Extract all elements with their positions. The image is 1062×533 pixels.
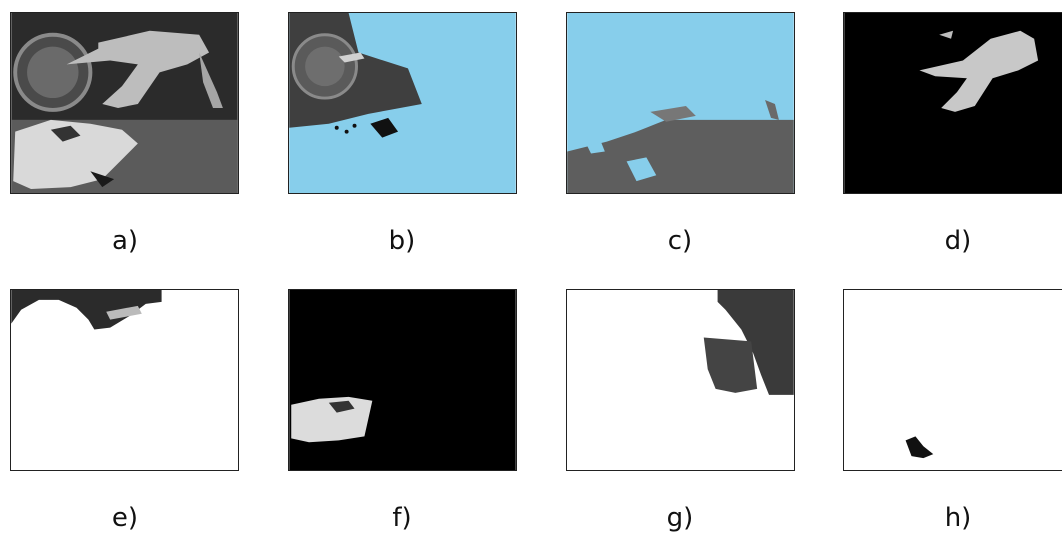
panel-e-svg: [11, 290, 238, 470]
panel-d-caption: d): [944, 226, 972, 256]
panel-f-caption: f): [392, 503, 412, 533]
panel-h-svg: [844, 290, 1062, 470]
panel-f-svg: [289, 290, 516, 470]
panel-h-caption: h): [944, 503, 972, 533]
panel-d-image: [843, 12, 1062, 194]
panel-d-svg: [844, 13, 1062, 193]
panel-b-caption: b): [388, 226, 416, 256]
panel-b-svg: [289, 13, 516, 193]
panel-c-caption: c): [667, 226, 693, 256]
panel-a-caption: a): [111, 226, 139, 256]
panel-a-svg: [11, 13, 238, 193]
panel-g-svg: [567, 290, 794, 470]
panel-h-image: [843, 289, 1062, 471]
panel-f-image: [288, 289, 517, 471]
panel-a-image: [10, 12, 239, 194]
panel-c-image: [566, 12, 795, 194]
panel-c-svg: [567, 13, 794, 193]
panel-b-image: [288, 12, 517, 194]
panel-g-image: [566, 289, 795, 471]
panel-e-image: [10, 289, 239, 471]
panel-e-caption: e): [111, 503, 139, 533]
panel-g-caption: g): [666, 503, 694, 533]
